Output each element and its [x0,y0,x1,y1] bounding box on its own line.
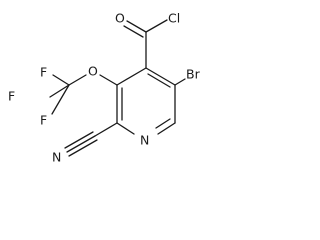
bond-triple-3 [68,139,98,157]
chemical-structure-diagram: Cl O Br O F F F N N [8,11,201,165]
pyridine-ring [116,67,176,135]
bond-c6-n [157,122,176,135]
bond-c4-c5-inner [147,73,171,88]
bond-c4-c5 [145,67,176,86]
acyl-chloride-group: Cl O [115,11,180,69]
atom-label-cl: Cl [168,11,180,26]
bond-c6-n-inner [155,118,171,129]
atom-label-f-bottom: F [40,113,47,128]
bond-c5-br [174,78,186,86]
bond-carbonyl-cl [145,19,168,33]
bond-carbonyl-o [126,20,147,33]
bond-c3-o [99,74,118,86]
bond-cf3-f-top [52,74,70,86]
bromo-substituent: Br [174,67,201,86]
bond-c3-c4 [116,67,147,86]
atom-label-f-top: F [40,65,47,80]
atom-label-o-ether: O [88,64,98,79]
bond-o-cf3 [68,74,87,86]
nitrile-group: N [52,122,118,165]
atom-label-n-ring: N [140,133,149,148]
bond-n-c2 [116,122,135,135]
trifluoromethoxy-group: O F F F [8,64,118,128]
bond-triple-1 [66,135,96,153]
atom-label-f-left: F [8,89,15,104]
atom-label-br: Br [186,67,201,82]
bond-cf3-f-left [49,84,70,98]
bond-carbonyl-o-second [123,25,144,38]
bond-triple-2 [64,131,94,149]
atom-label-o-carbonyl: O [115,11,125,26]
atom-label-n-nitrile: N [52,150,61,165]
bond-c2-cn [94,122,118,137]
bond-cf3-f-bottom [51,84,70,115]
